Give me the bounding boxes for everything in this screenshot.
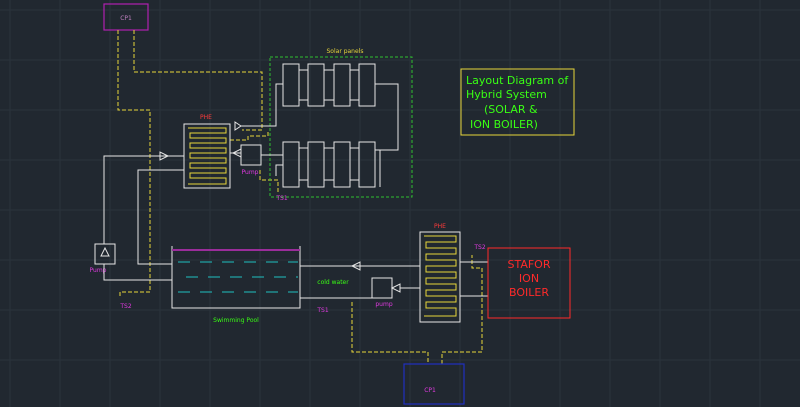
cp1-bottom-label: CP1 bbox=[424, 387, 436, 394]
pump-top bbox=[240, 144, 262, 166]
title-frame bbox=[460, 68, 575, 136]
pipe-cp1-to-boiler bbox=[441, 255, 483, 364]
phe-right-label: PHE bbox=[434, 223, 446, 230]
ts2-right-label: TS2 bbox=[473, 244, 485, 251]
solar-panel bbox=[333, 141, 351, 188]
pump-left-arrow bbox=[100, 246, 110, 257]
pipe-cp1-down bbox=[117, 30, 151, 298]
solar-panel bbox=[358, 63, 376, 107]
phe-top-coil bbox=[188, 127, 227, 185]
ts1-top-label: TS1 bbox=[275, 195, 287, 202]
ts2-left-label: TS2 bbox=[119, 303, 131, 310]
cold-water-label: cold water bbox=[317, 279, 349, 286]
ts1-pool-label: TS1 bbox=[316, 307, 328, 314]
solar-panels-bottom-row bbox=[241, 83, 381, 188]
cp1-bottom-box bbox=[403, 363, 465, 405]
pump-left-label: Pump bbox=[90, 267, 107, 274]
solar-panels-frame bbox=[269, 56, 413, 198]
title-line-1: Layout Diagram of bbox=[466, 74, 569, 87]
pump-pool-label: pump bbox=[375, 301, 392, 308]
swimming-pool-label: Swimming Pool bbox=[213, 317, 259, 324]
pump-top-arrow-right bbox=[234, 121, 242, 131]
swimming-pool-outline bbox=[171, 246, 301, 309]
boiler-line-3: BOILER bbox=[509, 286, 549, 299]
solar-panels-top-row bbox=[282, 63, 399, 151]
pipe-phe-to-pool bbox=[137, 169, 184, 265]
pipe-phe-right bbox=[230, 130, 269, 141]
pipe-phe-to-pool-left bbox=[103, 155, 184, 244]
pump-top-label: Pump bbox=[242, 169, 259, 176]
pump-left bbox=[94, 243, 116, 265]
solar-panel bbox=[307, 63, 325, 107]
solar-panels-label: Solar panels bbox=[327, 48, 364, 55]
cp1-top-box bbox=[103, 3, 149, 31]
pipe-cp1-to-solar bbox=[133, 30, 263, 131]
pool-water bbox=[178, 261, 298, 293]
title-line-2: Hybrid System bbox=[466, 88, 547, 101]
solar-panel bbox=[358, 141, 376, 188]
phe-right-coil bbox=[424, 235, 457, 317]
title-line-3: (SOLAR & bbox=[484, 103, 538, 116]
pipe-ts1-top bbox=[259, 170, 279, 194]
phe-right bbox=[419, 231, 461, 323]
phe-top-label: PHE bbox=[200, 114, 212, 121]
cp1-top-label: CP1 bbox=[120, 15, 132, 22]
pipe-ts1-to-cp1 bbox=[351, 302, 429, 364]
boiler-line-1: STAFOR bbox=[507, 258, 550, 271]
pump-pool bbox=[371, 277, 393, 299]
solar-panel bbox=[282, 141, 300, 188]
solar-panel bbox=[307, 141, 325, 188]
solar-panel bbox=[282, 63, 300, 107]
solar-panel bbox=[333, 63, 351, 107]
ion-boiler-box bbox=[487, 247, 571, 319]
title-line-4: ION BOILER) bbox=[470, 118, 538, 131]
boiler-line-2: ION bbox=[519, 272, 539, 285]
